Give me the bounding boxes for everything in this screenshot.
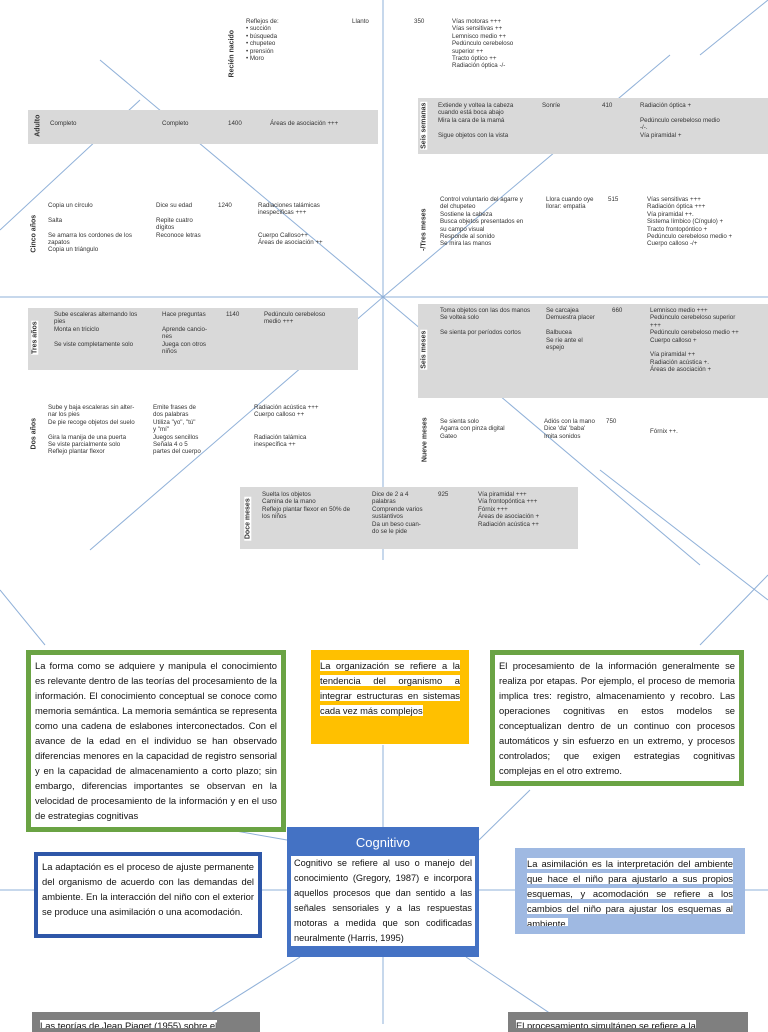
- label-recien-nacido: Recién nacido: [228, 29, 236, 78]
- box-conocimiento: La forma como se adquiere y manipula el …: [26, 650, 286, 832]
- text-procesamiento: El procesamiento de la información gener…: [499, 660, 735, 776]
- box-piaget: Las teorías de Jean Piaget (1955) sobre …: [32, 1012, 260, 1032]
- seis-meses-lenguaje: Se carcajea Demuestra placer Balbucea Se…: [546, 307, 595, 352]
- tres-meses-peso: 515: [608, 196, 619, 203]
- tres-meses-areas: Vías sensitivas +++ Radiación óptica +++…: [647, 196, 733, 248]
- recien-nacido-areas: Vías motoras +++ Vías sensitivas ++ Lemn…: [452, 18, 514, 70]
- panel-seis-semanas: Seis semanas Extiende y voltea la cabeza…: [418, 98, 768, 154]
- panel-dos-anos: Dos años Sube y baja escaleras sin alter…: [28, 400, 358, 472]
- cinco-anos-lenguaje: Dice su edad Repite cuatro dígitos Recon…: [156, 202, 201, 239]
- label-doce-meses: Doce meses: [244, 496, 252, 541]
- seis-meses-motor: Toma objetos con las dos manos Se voltea…: [440, 307, 531, 337]
- label-tres-anos: Tres años: [31, 320, 39, 355]
- text-piaget: Las teorías de Jean Piaget (1955) sobre …: [40, 1020, 218, 1028]
- doce-meses-motor: Suelta los objetos Camina de la mano Ref…: [262, 491, 351, 521]
- seis-semanas-lenguaje: Sonríe: [542, 102, 561, 109]
- tres-meses-motor: Control voluntario del agarre y del chup…: [440, 196, 524, 248]
- label-seis-meses: Seis meses: [420, 329, 428, 370]
- tres-anos-areas: Pedúnculo cerebeloso medio +++: [264, 311, 326, 326]
- nueve-meses-areas: Fórnix ++.: [650, 428, 678, 435]
- box-asimilacion: La asimilación es la interpretación del …: [515, 848, 745, 934]
- cinco-anos-motor: Copia un círculo Salta Se amarra los cor…: [48, 202, 132, 254]
- adulto-areas: Áreas de asociación +++: [270, 120, 339, 127]
- panel-tres-anos: Tres años Sube escaleras alternando los …: [28, 308, 358, 370]
- label-nueve-meses: Nueve meses: [421, 417, 429, 463]
- panel-seis-meses: Seis meses Toma objetos con las dos mano…: [418, 304, 768, 398]
- center-node-cognitivo: Cognitivo Cognitivo se refiere al uso o …: [287, 827, 479, 957]
- box-simultaneo: El procesamiento simultáneo se refiere a…: [508, 1012, 748, 1032]
- text-organizacion: La organización se refiere a la tendenci…: [320, 660, 460, 716]
- seis-semanas-areas: Radiación óptica + Pedúnculo cerebeloso …: [640, 102, 720, 139]
- seis-meses-areas: Lemnisco medio +++ Pedúnculo cerebeloso …: [650, 307, 739, 374]
- dos-anos-lenguaje: Emite frases de dos palabras Utiliza "yo…: [153, 404, 201, 456]
- label-cinco-anos: Cinco años: [30, 214, 38, 253]
- tres-anos-lenguaje: Hace preguntas Aprende cancio- nes Juega…: [162, 311, 208, 356]
- recien-nacido-motor: Reflejos de: • succión • búsqueda • chup…: [246, 18, 279, 63]
- text-adaptacion: La adaptación es el proceso de ajuste pe…: [42, 861, 254, 917]
- recien-nacido-peso: 350: [414, 18, 425, 25]
- label-dos-anos: Dos años: [30, 417, 38, 450]
- cinco-anos-peso: 1240: [218, 202, 232, 209]
- doce-meses-lenguaje: Dice de 2 a 4 palabras Comprende varios …: [372, 491, 423, 536]
- dos-anos-areas: Radiación acústica +++ Cuerpo calloso ++…: [254, 404, 319, 449]
- box-organizacion: La organización se refiere a la tendenci…: [311, 650, 469, 744]
- tres-anos-peso: 1140: [226, 311, 240, 318]
- tres-anos-motor: Sube escaleras alternando los pies Monta…: [54, 311, 138, 348]
- box-adaptacion: La adaptación es el proceso de ajuste pe…: [34, 852, 262, 938]
- adulto-peso: 1400: [228, 120, 242, 127]
- panel-adulto: Adulto Completo Completo 1400 Áreas de a…: [28, 110, 378, 144]
- text-conocimiento: La forma como se adquiere y manipula el …: [35, 660, 277, 821]
- nueve-meses-motor: Se sienta solo Agarra con pinza digital …: [440, 418, 505, 440]
- box-procesamiento: El procesamiento de la información gener…: [490, 650, 744, 786]
- text-simultaneo: El procesamiento simultáneo se refiere a…: [516, 1020, 696, 1028]
- seis-semanas-peso: 410: [602, 102, 613, 109]
- panel-doce-meses: Doce meses Suelta los objetos Camina de …: [240, 487, 578, 549]
- seis-semanas-motor: Extiende y voltea la cabeza cuando está …: [438, 102, 514, 139]
- panel-recien-nacido: Recién nacido Reflejos de: • succión • b…: [220, 12, 560, 96]
- seis-meses-peso: 660: [612, 307, 623, 314]
- panel-nueve-meses: Nueve meses Se sienta solo Agarra con pi…: [418, 412, 768, 468]
- center-text: Cognitivo se refiere al uso o manejo del…: [291, 856, 475, 946]
- tres-meses-lenguaje: Llora cuando oye llorar: empatía: [546, 196, 594, 211]
- text-asimilacion: La asimilación es la interpretación del …: [527, 858, 733, 926]
- adulto-lenguaje: Completo: [162, 120, 189, 127]
- doce-meses-areas: Vía piramidal +++ Vía frontopóntica +++ …: [478, 491, 540, 528]
- cinco-anos-areas: Radiaciones talámicas inespecíficas +++ …: [258, 202, 323, 247]
- nueve-meses-peso: 750: [606, 418, 617, 425]
- label-adulto: Adulto: [34, 114, 42, 137]
- recien-nacido-lenguaje: Llanto: [352, 18, 369, 25]
- nueve-meses-lenguaje: Adiós con la mano Dice 'da' 'baba' Imita…: [544, 418, 595, 440]
- center-title: Cognitivo: [355, 835, 411, 850]
- panel-cinco-anos: Cinco años Copia un círculo Salta Se ama…: [28, 196, 378, 276]
- label-tres-meses: -/Tres meses: [420, 208, 428, 251]
- panel-tres-meses: -/Tres meses Control voluntario del agar…: [418, 190, 768, 274]
- adulto-motor: Completo: [50, 120, 77, 127]
- label-seis-semanas: Seis semanas: [420, 101, 428, 150]
- dos-anos-motor: Sube y baja escaleras sin alter- nar los…: [48, 404, 135, 456]
- doce-meses-peso: 925: [438, 491, 449, 498]
